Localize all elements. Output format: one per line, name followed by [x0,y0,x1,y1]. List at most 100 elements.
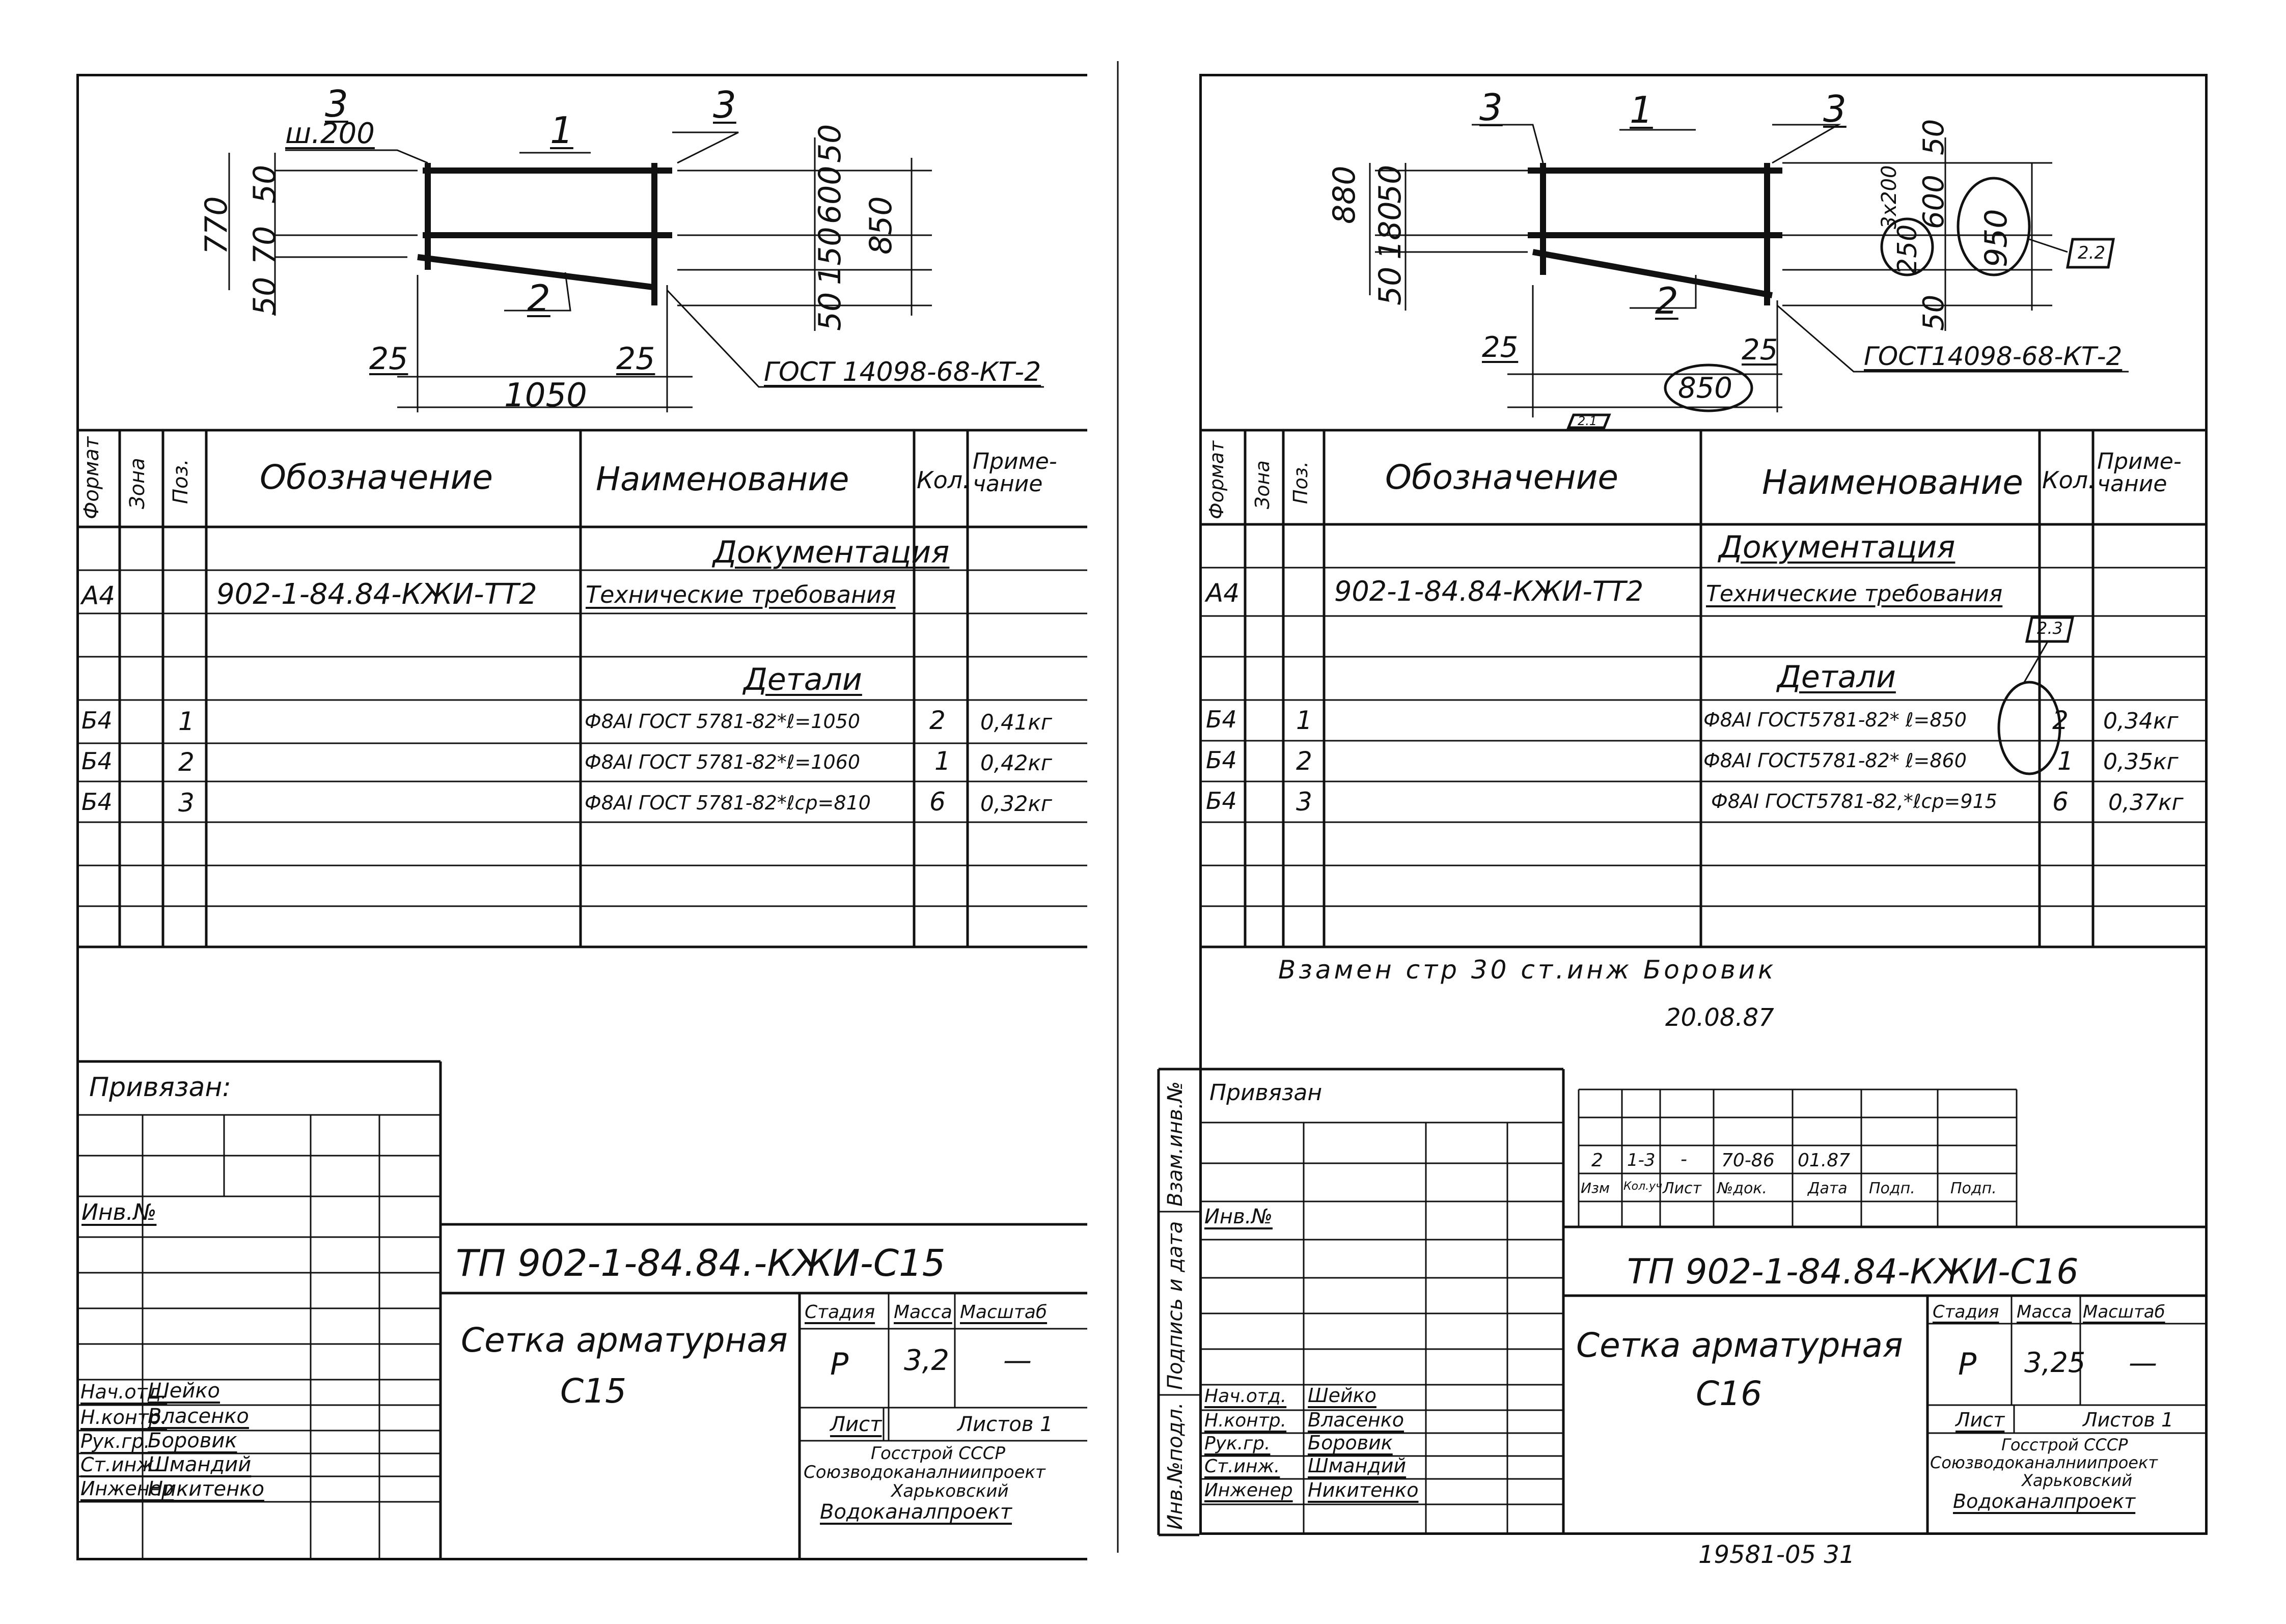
scale-label: Масштаб [960,1302,1048,1323]
s2-drawing-code: ТП 902-1-84.84-КЖИ-С16 [1627,1252,2079,1292]
s2-mark-3-right: 3 [1823,88,1847,130]
dim-1050: 1050 [504,377,587,414]
s2-side-label-signature: Подпись и дата [1164,1221,1187,1390]
s2-sheet-label: Лист [1956,1409,2005,1431]
s2-section-parts: Детали [1777,659,1896,695]
header-name: Наименование [596,461,849,498]
s2-doc-designation: 902-1-84.84-КЖИ-ТТ2 [1334,575,1644,607]
gost-label: ГОСТ 14098-68-КТ-2 [764,357,1041,387]
row3-pos: 3 [178,788,195,818]
row3-qty: 6 [929,787,946,817]
s2-dim-600: 600 [1917,175,1950,229]
s2-scale-value: — [2129,1347,2157,1380]
s2-row2-qty: 1 [2057,746,2074,776]
row1-name: Ф8АI ГОСТ 5781-82*ℓ=1050 [585,710,861,733]
s2-row3-format: Б4 [1206,787,1237,815]
s2-org-line-3: Харьковский [2022,1471,2132,1490]
s2-person-name-1: Шейко [1308,1384,1376,1407]
s2-row3-note: 0,37кг [2108,790,2184,816]
s2-person-role-1: Нач.отд. [1204,1386,1287,1407]
s2-stage-label: Стадия [1933,1302,1999,1322]
person-role-5: Инженер [80,1477,174,1500]
org-line-4: Водоканалпроект [820,1500,1012,1524]
s2-mass-label: Масса [2017,1302,2072,1322]
row1-note: 0,41кг [980,710,1052,735]
s2-person-name-2: Власенко [1308,1409,1404,1431]
s2-person-role-3: Рук.гр. [1204,1433,1271,1454]
scale-value: — [1003,1344,1032,1377]
s2-header-qty: Кол. [2042,466,2096,494]
s2-person-name-4: Шмандий [1308,1454,1407,1477]
s2-person-role-5: Инженер [1204,1480,1293,1501]
s2-doc-name: Технические требования [1706,581,2003,607]
s2-stage-value: Р [1958,1347,1977,1382]
s2-person-role-4: Ст.инж. [1204,1456,1280,1477]
doc-designation: 902-1-84.84-КЖИ-ТТ2 [216,578,537,611]
s2-row2-format: Б4 [1206,746,1237,774]
s2-header-note: Приме-чание [2097,449,2182,497]
s2-dim-950: 950 [1978,209,2014,267]
s2-person-role-2: Н.контр. [1204,1410,1287,1431]
s2-drawing-title-mark: С16 [1696,1374,1762,1413]
s2-section-documentation: Документация [1719,529,1956,565]
person-name-3: Боровик [148,1429,237,1452]
s2-row3-qty: 6 [2052,787,2069,817]
row3-format: Б4 [81,788,113,816]
s2-dim-880: 880 [1327,165,1362,224]
row2-name: Ф8АI ГОСТ 5781-82*ℓ=1060 [585,751,861,773]
s2-scale-label: Масштаб [2083,1302,2165,1322]
dim-25-left: 25 [369,341,408,377]
s2-row1-note: 0,34кг [2103,708,2179,734]
s2-org-line-2: Союзводоканалниипроект [1930,1453,2158,1472]
s2-dim-180: 180 [1372,201,1408,260]
mass-value: 3,2 [904,1344,950,1377]
s2-header-format: Формат [1205,440,1228,519]
bound-label: Привязан: [89,1072,231,1103]
person-name-2: Власенко [148,1405,249,1428]
sheet-c15 [76,74,1087,1560]
s2-row1-pos: 1 [1296,706,1312,735]
sheet-label: Лист [830,1413,882,1436]
s2-sheets-label: Листов 1 [2083,1409,2174,1431]
s2-inv-label: Инв.№ [1204,1205,1273,1228]
s2-row1-name: Ф8АI ГОСТ5781-82* ℓ=850 [1703,709,1967,731]
person-name-5: Никитенко [148,1477,264,1501]
s2-header-name: Наименование [1762,463,2023,502]
section-documentation: Документация [713,535,950,570]
inv-label: Инв.№ [81,1199,157,1225]
s2-change-no: 2 [1591,1150,1603,1171]
s2-person-name-3: Боровик [1308,1432,1393,1454]
s2-drawing-title: Сетка арматурная [1576,1326,1903,1365]
section-parts: Детали [743,662,862,697]
row1-qty: 2 [929,706,946,735]
s2-footer-code: 19581-05 31 [1698,1541,1855,1569]
s2-bound-label: Привязан [1209,1080,1323,1106]
row1-pos: 1 [178,707,195,736]
s2-replacement-note: Взамен стр 30 ст.инж Боровик [1278,955,1777,985]
s2-change-h-doc: №док. [1717,1180,1767,1197]
row2-format: Б4 [81,747,113,775]
s2-row3-pos: 3 [1296,787,1312,817]
dim-25-right: 25 [616,341,655,377]
s2-dim-850: 850 [1678,372,1732,405]
s2-change-h-kol: Кол.уч [1623,1180,1663,1193]
row3-note: 0,32кг [980,791,1052,816]
s2-dim-250: 250 [1892,224,1923,275]
s2-row1-qty: 2 [2052,706,2069,735]
stage-label: Стадия [805,1302,875,1323]
s2-dim-3x200: 3х200 [1878,165,1901,229]
s2-rev-2-2: 2.2 [2078,243,2106,263]
org-line-3: Харьковский [891,1481,1009,1501]
s2-header-pos: Поз. [1289,461,1312,504]
person-role-3: Рук.гр. [80,1430,150,1452]
org-line-1: Госстрой СССР [871,1443,1005,1464]
header-qty: Кол. [917,466,970,494]
mark-2: 2 [527,277,550,320]
s2-change-h-sign2: Подп. [1950,1180,1997,1197]
s2-change-h-date: Дата [1808,1180,1848,1197]
s2-row2-note: 0,35кг [2103,749,2179,775]
sheet-c16 [1199,74,2208,1535]
s2-row3-name: Ф8АI ГОСТ5781-82,*ℓср=915 [1711,790,1997,813]
